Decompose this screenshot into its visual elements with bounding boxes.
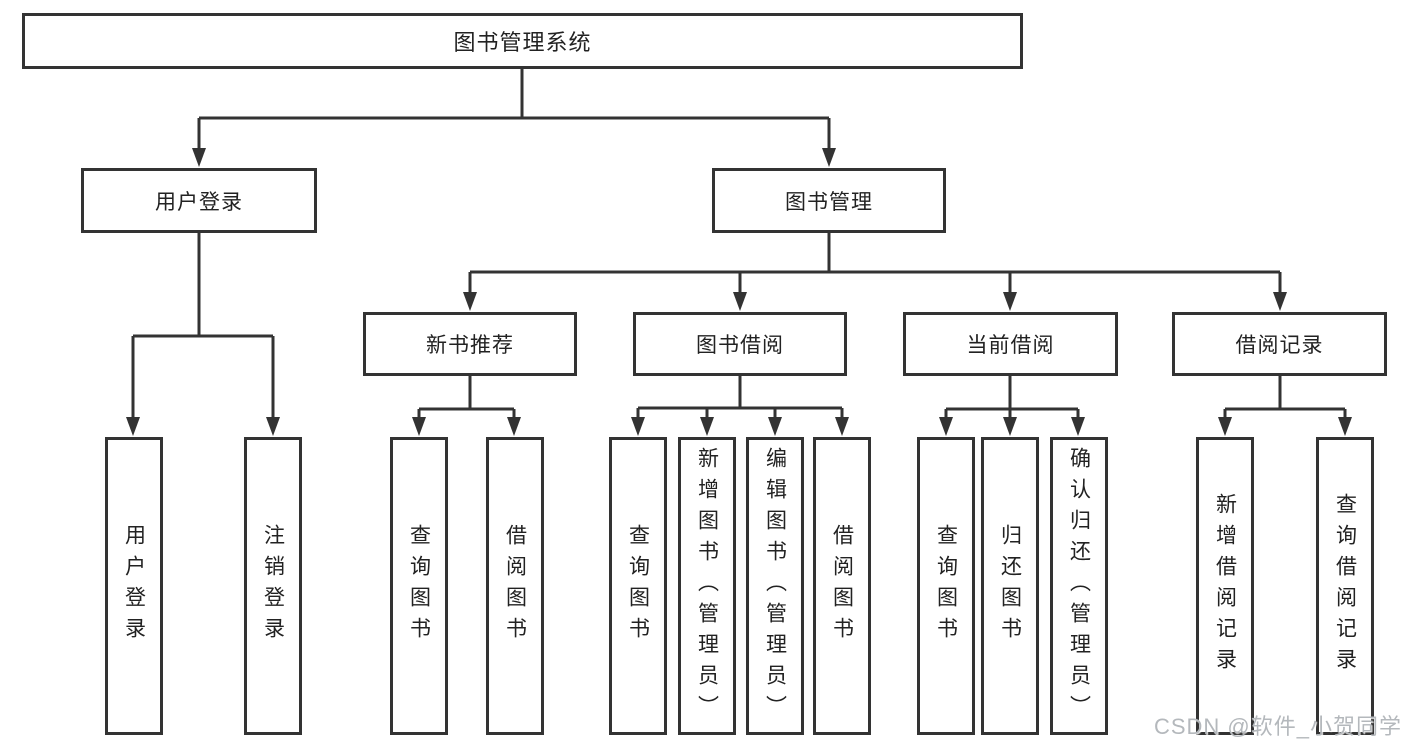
leaf-query-books-current: 查询图书 — [917, 437, 975, 735]
node-label: 借阅记录 — [1235, 334, 1324, 357]
leaf-edit-books-admin: 编辑图书（管理员） — [746, 437, 804, 735]
node-label: 图书管理系统 — [453, 30, 592, 55]
node-library-management-system: 图书管理系统 — [22, 13, 1023, 69]
node-book-borrowing: 图书借阅 — [633, 312, 847, 376]
node-label: 借阅图书 — [503, 524, 527, 648]
node-current-borrowing: 当前借阅 — [903, 312, 1118, 376]
node-label: 图书借阅 — [696, 334, 784, 357]
node-book-management: 图书管理 — [712, 168, 946, 233]
node-label: 当前借阅 — [966, 334, 1055, 357]
node-label: 借阅图书 — [830, 524, 854, 648]
leaf-borrow-books-recommend: 借阅图书 — [486, 437, 544, 735]
node-label: 查询图书 — [626, 524, 650, 648]
node-label: 查询图书 — [934, 524, 958, 648]
leaf-query-borrow-record: 查询借阅记录 — [1316, 437, 1374, 735]
leaf-confirm-return-admin: 确认归还（管理员） — [1050, 437, 1108, 735]
node-label: 注销登录 — [261, 524, 285, 648]
node-label: 新书推荐 — [426, 334, 514, 357]
leaf-query-books-recommend: 查询图书 — [390, 437, 448, 735]
node-label: 用户登录 — [155, 190, 243, 214]
node-label: 查询借阅记录 — [1333, 493, 1357, 679]
node-label: 归还图书 — [998, 524, 1022, 648]
leaf-query-books-borrowing: 查询图书 — [609, 437, 667, 735]
leaf-logout: 注销登录 — [244, 437, 302, 735]
node-user-login: 用户登录 — [81, 168, 317, 233]
node-label: 新增图书（管理员） — [695, 446, 719, 726]
leaf-return-books: 归还图书 — [981, 437, 1039, 735]
node-label: 确认归还（管理员） — [1067, 446, 1091, 726]
leaf-user-login: 用户登录 — [105, 437, 163, 735]
leaf-add-borrow-record: 新增借阅记录 — [1196, 437, 1254, 735]
leaf-add-books-admin: 新增图书（管理员） — [678, 437, 736, 735]
csdn-watermark: CSDN @软件_小贺同学 — [1153, 714, 1402, 739]
node-label: 用户登录 — [122, 524, 146, 648]
node-label: 编辑图书（管理员） — [763, 446, 787, 726]
node-label: 图书管理 — [785, 190, 873, 214]
node-new-book-recommendation: 新书推荐 — [363, 312, 577, 376]
leaf-borrow-books-borrowing: 借阅图书 — [813, 437, 871, 735]
node-label: 查询图书 — [407, 524, 431, 648]
node-label: 新增借阅记录 — [1213, 493, 1237, 679]
node-borrowing-records: 借阅记录 — [1172, 312, 1387, 376]
